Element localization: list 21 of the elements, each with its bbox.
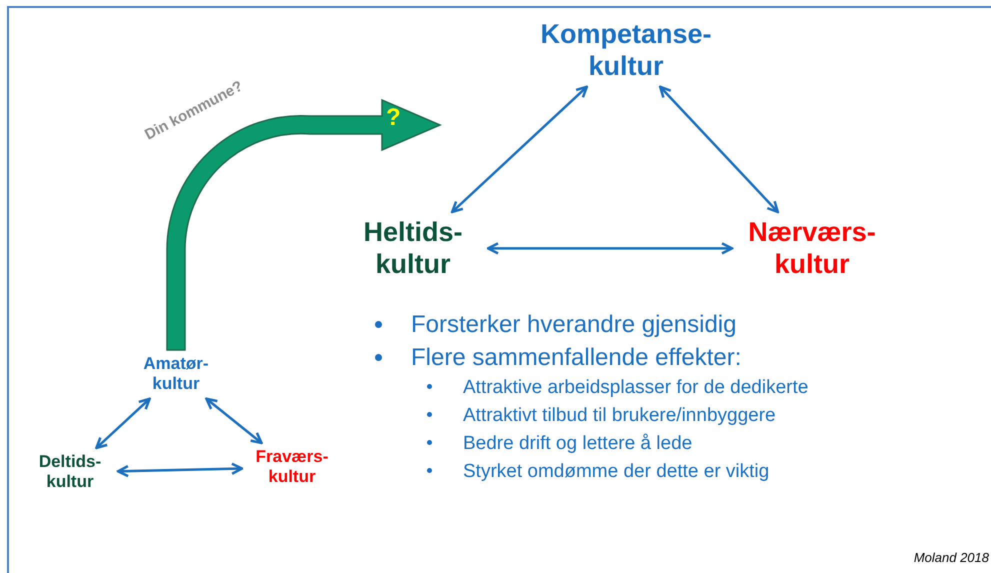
bullet-text: Attraktive arbeidsplasser for de dedikerte	[463, 376, 808, 400]
double-arrow	[116, 462, 244, 478]
source-note: Moland 2018	[914, 549, 989, 567]
double-arrow	[205, 398, 263, 444]
double-arrow	[658, 86, 780, 214]
culture-label: Heltids- kultur	[338, 212, 488, 285]
bullet-text: Forsterker hverandre gjensidig	[411, 310, 736, 340]
double-arrow	[450, 86, 588, 214]
bullet-text: Bedre drift og lettere å lede	[463, 432, 692, 456]
bullet-text: Styrket omdømme der dette er viktig	[463, 460, 770, 484]
culture-label: Fraværs- kultur	[242, 443, 342, 492]
curved-block-arrow	[166, 99, 441, 351]
bullet-text: Attraktivt tilbud til brukere/innbyggere	[463, 404, 776, 428]
culture-label: Kompetanse- kultur	[526, 14, 726, 87]
culture-label: Deltids- kultur	[22, 448, 118, 497]
culture-label: Amatør- kultur	[126, 350, 226, 399]
culture-label: Nærværs- kultur	[732, 212, 892, 285]
question-mark: ?	[386, 106, 401, 130]
double-arrow	[486, 242, 734, 255]
double-arrow	[95, 398, 151, 450]
bullet-text: Flere sammenfallende effekter:	[411, 343, 742, 373]
